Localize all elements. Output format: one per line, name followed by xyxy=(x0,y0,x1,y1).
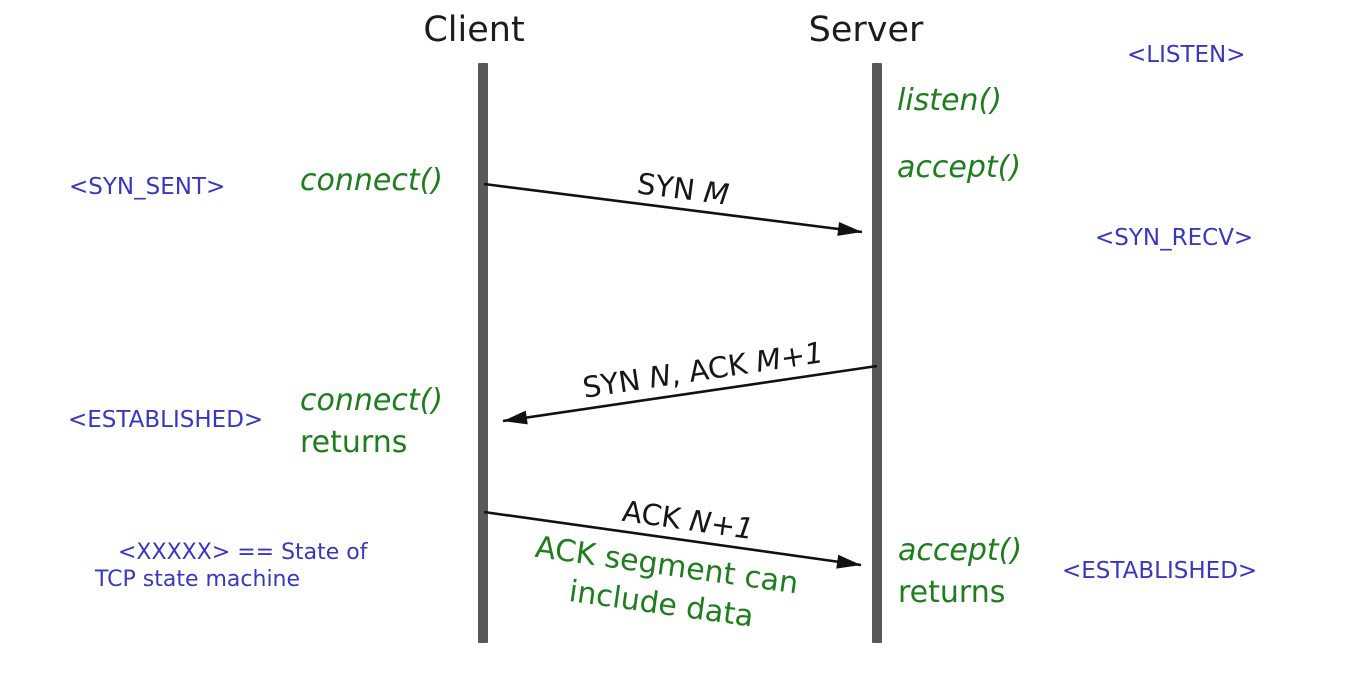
client-title: Client xyxy=(423,10,525,50)
established-state-client: <ESTABLISHED> xyxy=(68,407,264,433)
ack-label-text: ACK xyxy=(620,493,693,538)
ack-message-label: ACK N+1 xyxy=(620,494,756,546)
legend-line1: <XXXXX> == State of xyxy=(118,540,368,565)
syn-ack-label-text2: , ACK xyxy=(668,345,759,392)
ack-label-var: N+1 xyxy=(687,503,756,547)
syn-message-label: SYN M xyxy=(635,166,731,211)
legend-line2: TCP state machine xyxy=(95,567,301,592)
accept-returns: accept() returns xyxy=(898,530,1022,614)
server-title: Server xyxy=(808,10,924,50)
accept-returns-word: returns xyxy=(898,575,1006,610)
established-state-server: <ESTABLISHED> xyxy=(1062,558,1258,584)
syn-label-var: M xyxy=(701,174,731,212)
connect-returns-word: returns xyxy=(300,425,408,460)
syn-label-text: SYN xyxy=(635,166,706,209)
accept-call: accept() xyxy=(897,150,1022,185)
connect-returns: connect() returns xyxy=(300,380,443,464)
syn-ack-label-var2: M+1 xyxy=(753,335,826,379)
ack-segment-annotation: ACK segment can include data xyxy=(527,528,800,642)
listen-state: <LISTEN> xyxy=(1127,42,1246,68)
server-lifeline xyxy=(872,63,882,643)
connect-call: connect() xyxy=(300,163,443,198)
syn-recv-state: <SYN_RECV> xyxy=(1095,225,1254,251)
syn-ack-message-label: SYN N, ACK M+1 xyxy=(580,335,825,405)
client-lifeline xyxy=(478,63,488,643)
syn-sent-state: <SYN_SENT> xyxy=(69,174,226,200)
accept-returns-call: accept() xyxy=(898,533,1023,568)
listen-call: listen() xyxy=(897,83,1002,118)
syn-ack-label-text1: SYN xyxy=(580,361,652,405)
connect-returns-call: connect() xyxy=(300,383,443,418)
